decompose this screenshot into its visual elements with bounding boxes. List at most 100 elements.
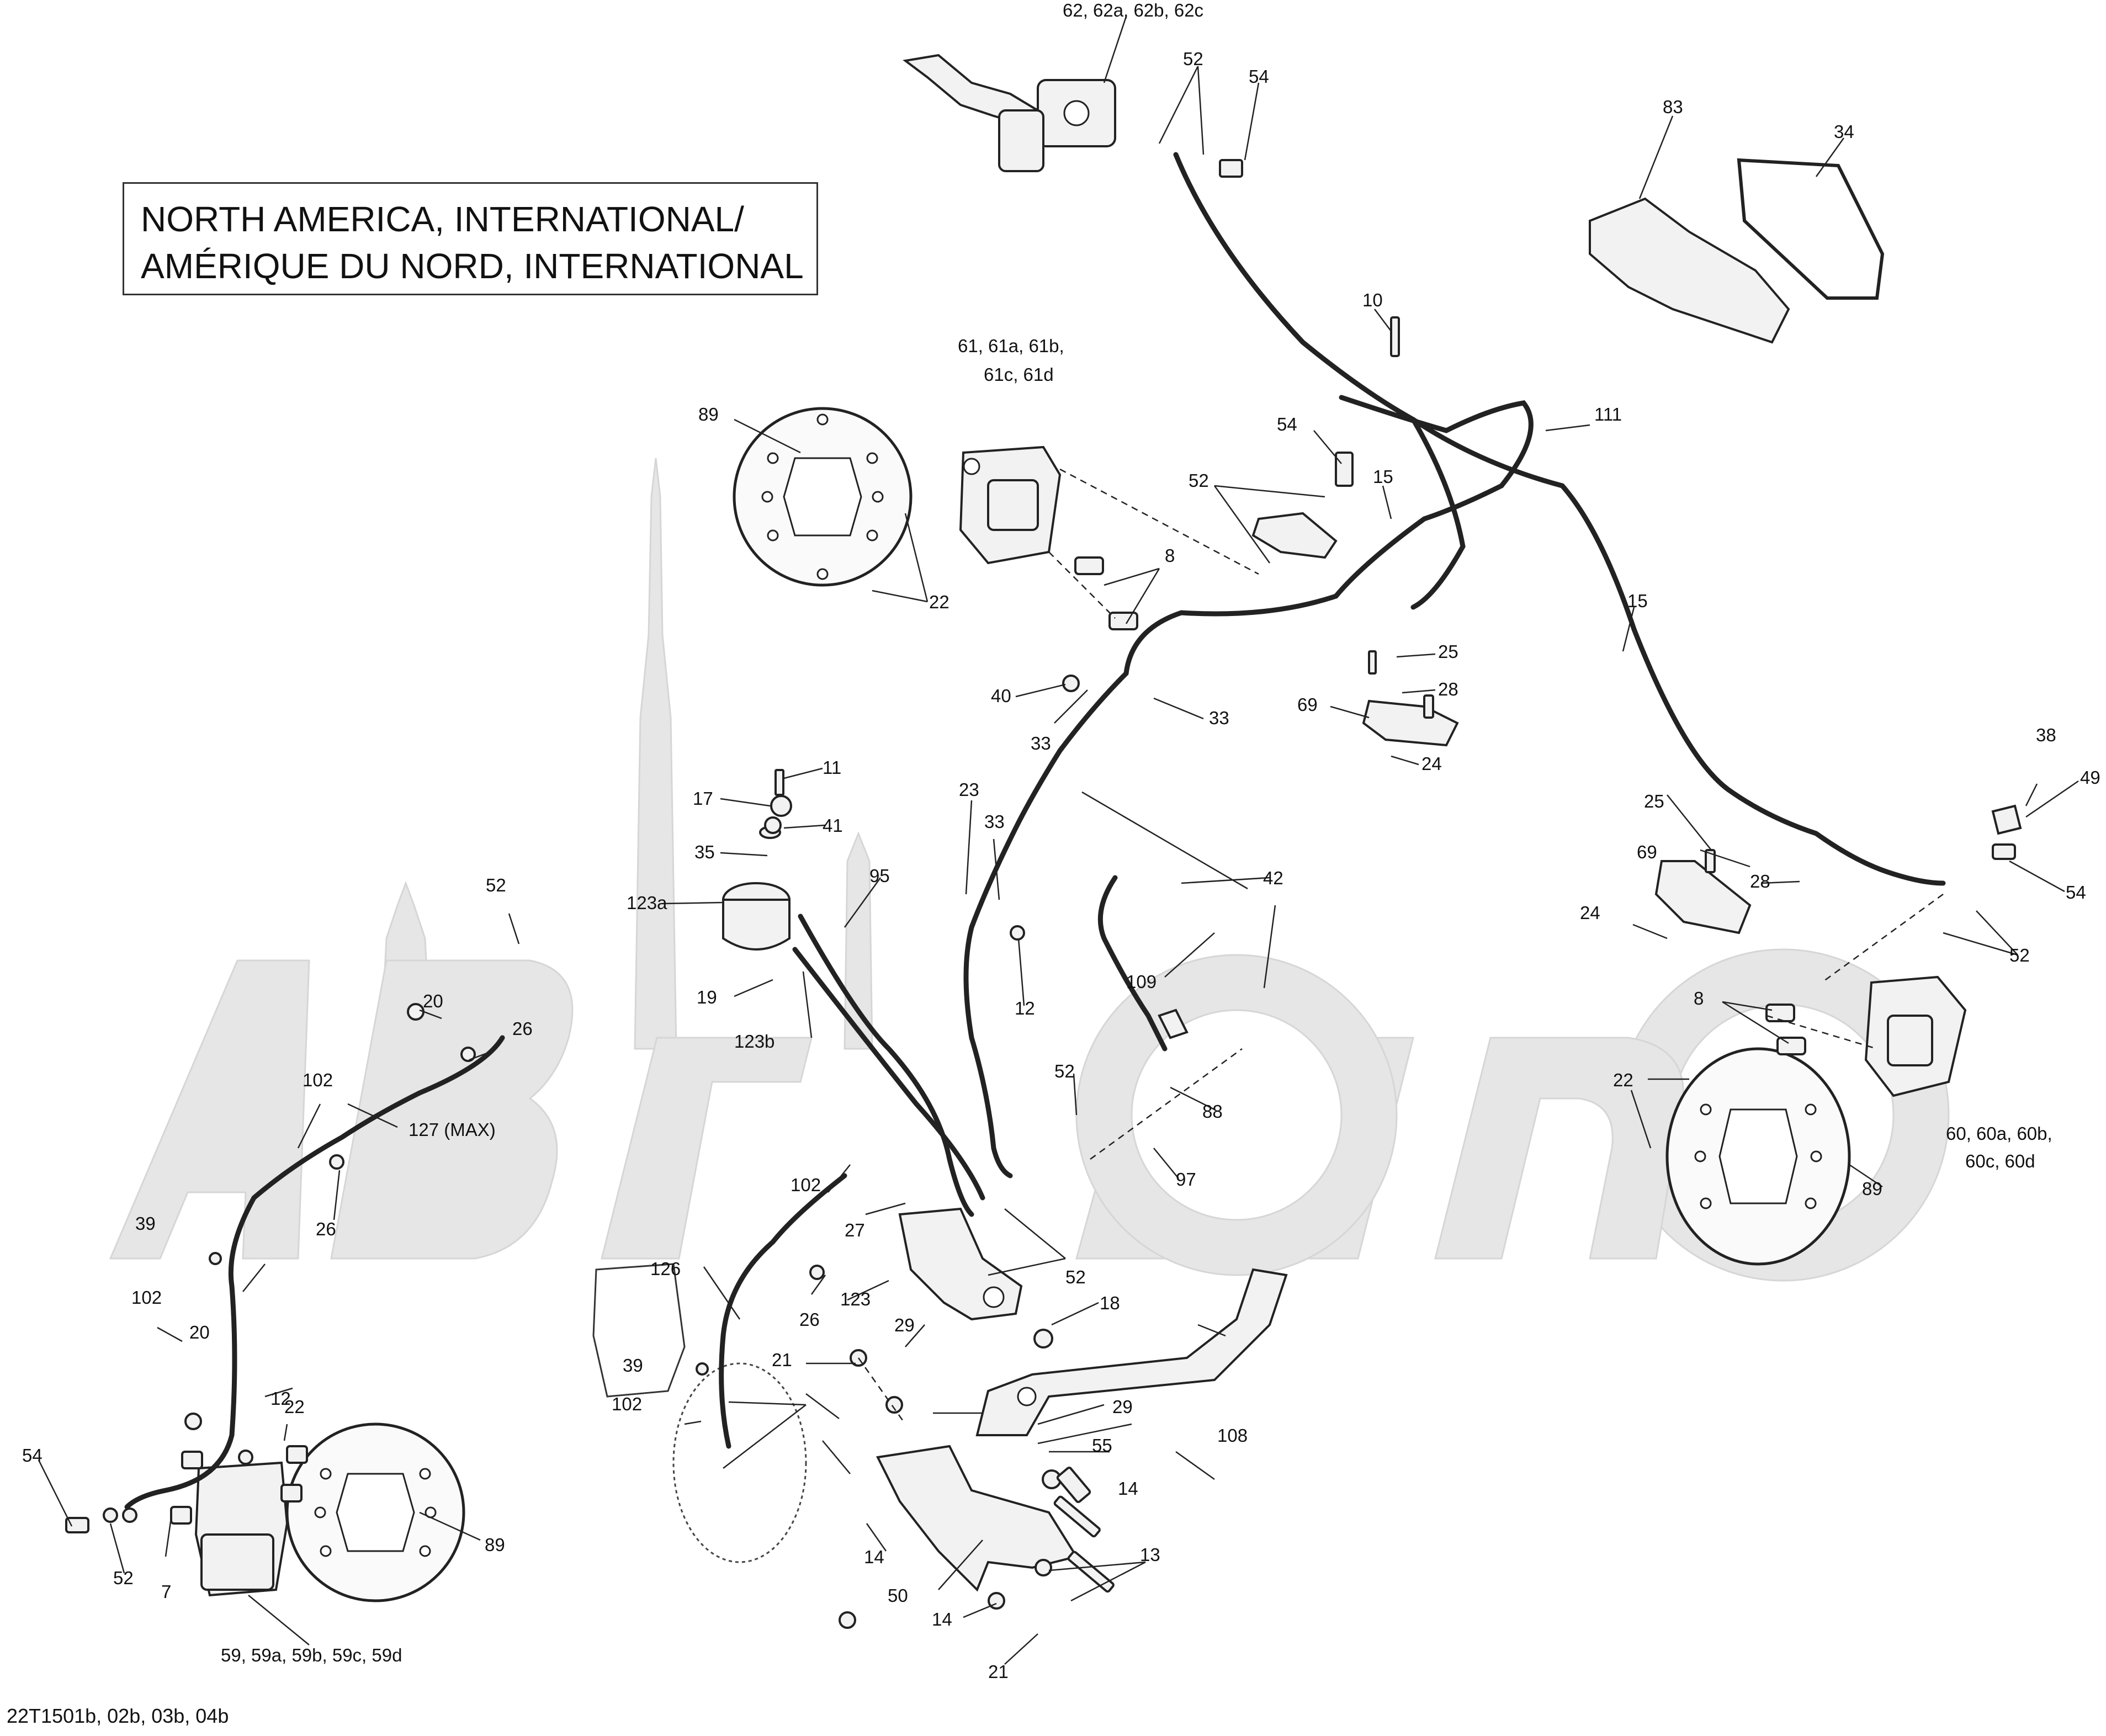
callout-19: 19 — [697, 987, 717, 1007]
callout-18: 18 — [1100, 1293, 1120, 1313]
rear-master-cylinder — [898, 1207, 1023, 1321]
callout-50: 50 — [888, 1585, 908, 1606]
brake-lines — [124, 152, 1946, 1510]
callout-102: 102 — [612, 1394, 642, 1414]
callout-102: 102 — [791, 1175, 821, 1195]
callout-52: 52 — [1054, 1061, 1075, 1081]
front-left-caliper — [959, 445, 1062, 565]
callout-126: 126 — [650, 1259, 681, 1279]
callout-111: 111 — [1594, 404, 1622, 424]
callout-15: 15 — [1627, 591, 1648, 611]
callout-17: 17 — [693, 788, 713, 809]
callout-42: 42 — [1263, 868, 1283, 888]
callout-54: 54 — [1277, 414, 1297, 434]
callout-28: 28 — [1438, 679, 1458, 699]
callout-69: 69 — [1297, 694, 1318, 715]
callout-123b: 123b — [734, 1031, 775, 1052]
callout-21: 21 — [772, 1350, 792, 1370]
callout-25: 25 — [1438, 641, 1458, 662]
callout-8: 8 — [1694, 988, 1704, 1008]
front-right-caliper — [1864, 975, 1967, 1097]
rear-caliper-reference — [592, 1263, 686, 1398]
callout-60-line1: 60, 60a, 60b, — [1946, 1123, 2052, 1144]
callout-26: 26 — [512, 1018, 533, 1039]
callout-24: 24 — [1421, 753, 1442, 774]
gasket-frame — [1737, 158, 1885, 300]
callout-52: 52 — [2009, 945, 2030, 965]
callout-14: 14 — [1118, 1478, 1138, 1499]
callout-69: 69 — [1637, 842, 1657, 862]
callout-39: 39 — [135, 1213, 156, 1234]
callout-88: 88 — [1202, 1101, 1223, 1122]
callout-33: 33 — [1209, 708, 1229, 728]
leader-lines — [38, 16, 2079, 1665]
callout-61-line1: 61, 61a, 61b, — [958, 336, 1064, 356]
callout-34: 34 — [1834, 121, 1854, 142]
callout-123: 123 — [840, 1289, 871, 1309]
callout-14: 14 — [864, 1547, 884, 1567]
callout-109: 109 — [1126, 971, 1157, 992]
front-right-brake-disc — [1665, 1047, 1851, 1266]
callout-7: 7 — [161, 1581, 171, 1602]
brake-fluid-reservoir — [722, 826, 791, 951]
callout-38: 38 — [2036, 725, 2056, 745]
callout-27: 27 — [845, 1220, 865, 1240]
callout-83: 83 — [1663, 97, 1683, 117]
diagram-reference-code: 22T1501b, 02b, 03b, 04b — [7, 1705, 229, 1727]
callout-52: 52 — [1189, 470, 1209, 491]
callout-89: 89 — [698, 404, 719, 424]
callout-40: 40 — [991, 686, 1011, 706]
abs-module-bracket — [1589, 197, 1790, 344]
callout-24: 24 — [1580, 902, 1600, 923]
callout-52: 52 — [1065, 1267, 1086, 1287]
callout-29: 29 — [1112, 1397, 1133, 1417]
hardware-fasteners — [65, 159, 2022, 1629]
callout-97: 97 — [1176, 1169, 1196, 1190]
callout-20: 20 — [423, 991, 443, 1011]
callout-55: 55 — [1092, 1435, 1112, 1456]
hose-clip-bracket-right — [1654, 860, 1752, 935]
front-left-brake-disc — [733, 407, 913, 587]
callout-52: 52 — [1183, 49, 1203, 69]
callout-20: 20 — [189, 1322, 210, 1342]
callout-62: 62, 62a, 62b, 62c — [1063, 0, 1203, 20]
callout-52: 52 — [113, 1568, 134, 1588]
callout-35: 35 — [694, 842, 715, 862]
callout-95: 95 — [869, 866, 890, 886]
callout-39: 39 — [623, 1355, 643, 1376]
callout-12: 12 — [270, 1388, 291, 1409]
front-master-cylinder-lever — [903, 54, 1116, 172]
brake-pedal — [975, 1268, 1288, 1436]
callout-10: 10 — [1362, 290, 1383, 310]
callout-8: 8 — [1165, 545, 1175, 566]
pedal-support-bracket — [876, 1445, 1079, 1592]
alignment-lines — [857, 468, 1944, 1425]
callout-108: 108 — [1217, 1425, 1248, 1446]
callout-54: 54 — [22, 1445, 43, 1466]
callout-22: 22 — [1613, 1070, 1633, 1090]
callout-33: 33 — [984, 811, 1005, 832]
callout-14: 14 — [932, 1609, 952, 1629]
callout-11: 11 — [823, 757, 841, 778]
rear-caliper — [194, 1461, 289, 1597]
callout-26: 26 — [316, 1219, 336, 1239]
callout-49: 49 — [2080, 767, 2100, 788]
callout-123a: 123a — [627, 893, 667, 913]
callout-28: 28 — [1750, 871, 1770, 891]
hose-clip-bracket-left — [1362, 699, 1459, 747]
callout-25: 25 — [1644, 791, 1664, 811]
callout-60-line2: 60c, 60d — [1965, 1151, 2035, 1171]
callout-127-max: 127 (MAX) — [409, 1119, 496, 1140]
callout-13: 13 — [1140, 1544, 1160, 1565]
callout-33: 33 — [1031, 733, 1051, 753]
callout-89: 89 — [1862, 1178, 1882, 1199]
callout-52: 52 — [486, 875, 506, 895]
rear-brake-disc-reference — [672, 1362, 807, 1563]
callout-41: 41 — [823, 815, 843, 836]
callout-26: 26 — [799, 1309, 820, 1330]
callout-61-line2: 61c, 61d — [984, 364, 1054, 385]
callout-54: 54 — [1249, 66, 1269, 87]
callout-102: 102 — [131, 1287, 162, 1308]
callout-29: 29 — [894, 1315, 915, 1335]
region-title-line1: NORTH AMERICA, INTERNATIONAL/ — [141, 199, 744, 239]
